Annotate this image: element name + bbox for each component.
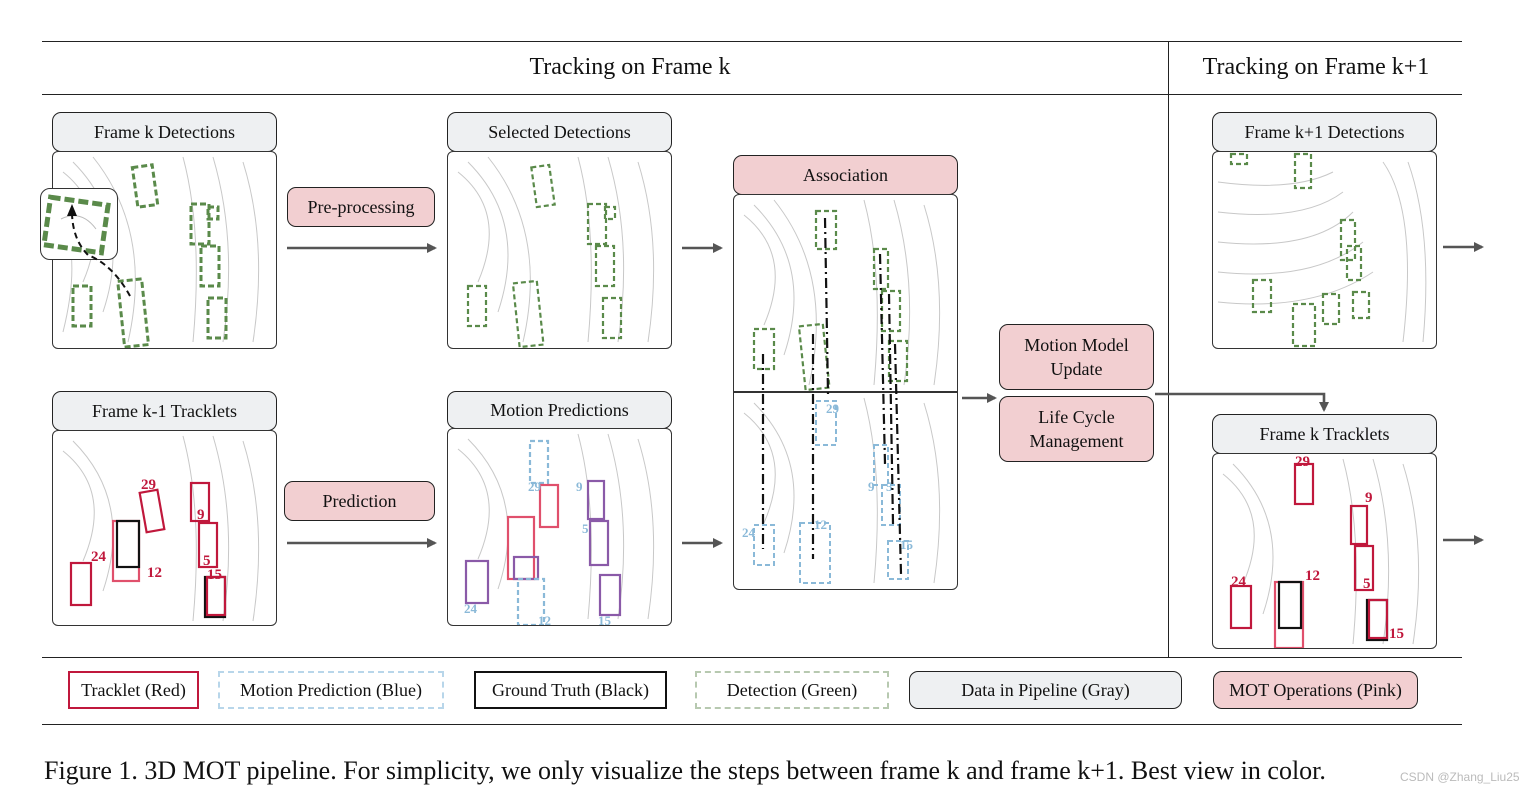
lidar-scan-association-bottom: 29 9 5 24 12 15	[742, 397, 941, 584]
frame-k-tracklets-panel: 29 9 24 12 5 15	[1212, 453, 1437, 649]
mp-id-5: 5	[582, 521, 589, 536]
association-predictions-panel: 29 9 5 24 12 15	[733, 392, 958, 590]
zoomed-detection	[41, 194, 111, 256]
legend-motion-prediction: Motion Prediction (Blue)	[218, 671, 444, 709]
fk-id-15: 15	[1389, 626, 1404, 642]
legend-data-in-pipeline: Data in Pipeline (Gray)	[909, 671, 1182, 709]
motion-model-line1: Motion Model	[1024, 335, 1129, 355]
watermark: CSDN @Zhang_Liu25	[1400, 770, 1520, 784]
motion-model-line2: Update	[1050, 359, 1103, 379]
legend-bottom-rule	[42, 724, 1462, 726]
fk-id-24: 24	[1231, 574, 1247, 590]
assoc-id-9: 9	[868, 479, 875, 494]
frame-k1-detections-label: Frame k+1 Detections	[1212, 112, 1437, 152]
legend-detection: Detection (Green)	[695, 671, 889, 709]
selected-detections-label: Selected Detections	[447, 112, 672, 152]
detection-zoom-inset	[40, 188, 118, 260]
selected-detections-panel	[447, 151, 672, 349]
pipeline-arrows	[287, 242, 1484, 548]
assoc-id-15: 15	[900, 537, 914, 552]
k1-id-12: 12	[147, 565, 162, 581]
legend-mot-operations: MOT Operations (Pink)	[1213, 671, 1418, 709]
lidar-scan-detections	[57, 156, 260, 348]
association-detections-panel	[733, 194, 958, 392]
life-cycle-line1: Life Cycle	[1038, 407, 1115, 427]
k1-id-5: 5	[203, 553, 211, 569]
assoc-id-29: 29	[826, 401, 840, 416]
header-frame-k: Tracking on Frame k	[529, 54, 731, 80]
pre-processing-op: Pre-processing	[287, 187, 435, 227]
mp-id-15: 15	[598, 613, 612, 626]
k1-id-15: 15	[207, 567, 222, 583]
zoom-dashed-arrow	[67, 204, 131, 297]
header-frame-k1: Tracking on Frame k+1	[1202, 54, 1430, 80]
frame-k-minus1-tracklets-panel: 29 9 24 12 5 15	[52, 430, 277, 626]
legend-tracklet: Tracklet (Red)	[68, 671, 199, 709]
top-rule	[42, 41, 1462, 43]
legend-top-rule	[42, 657, 1462, 659]
life-cycle-op: Life Cycle Management	[999, 396, 1154, 462]
lidar-scan-selected	[457, 156, 655, 348]
k1-id-29: 29	[141, 477, 156, 493]
mp-id-24: 24	[464, 601, 478, 616]
frame-k-tracklets-label: Frame k Tracklets	[1212, 414, 1437, 454]
fk-id-12: 12	[1305, 568, 1320, 584]
assoc-id-5: 5	[886, 479, 893, 494]
fk-id-5: 5	[1363, 576, 1371, 592]
mp-id-9: 9	[576, 479, 583, 494]
header-rule	[42, 94, 1462, 96]
divider-vertical	[1168, 41, 1170, 657]
lidar-scan-frame-k-tracklets: 29 9 24 12 5 15	[1222, 454, 1420, 648]
fk-id-9: 9	[1365, 490, 1373, 506]
k1-id-9: 9	[197, 507, 205, 523]
motion-model-update-op: Motion Model Update	[999, 324, 1154, 390]
life-cycle-line2: Management	[1029, 431, 1124, 451]
frame-k-minus1-tracklets-label: Frame k-1 Tracklets	[52, 391, 277, 431]
k1-id-24: 24	[91, 549, 107, 565]
figure-caption: Figure 1. 3D MOT pipeline. For simplicit…	[44, 756, 1326, 785]
lidar-scan-predictions: 29 9 5 24 12 15	[457, 433, 655, 626]
legend-ground-truth: Ground Truth (Black)	[474, 671, 667, 709]
assoc-id-24: 24	[742, 525, 756, 540]
lidar-scan-frame-k1	[1217, 152, 1427, 348]
association-links	[761, 217, 903, 575]
mp-id-12: 12	[538, 613, 551, 626]
prediction-op: Prediction	[284, 481, 435, 521]
mp-id-29: 29	[528, 479, 542, 494]
fk-id-29: 29	[1295, 454, 1310, 470]
assoc-id-12: 12	[814, 517, 827, 532]
motion-predictions-panel: 29 9 5 24 12 15	[447, 428, 672, 626]
frame-k1-detections-panel	[1212, 151, 1437, 349]
lidar-scan-tracklets: 29 9 24 12 5 15	[62, 435, 260, 622]
